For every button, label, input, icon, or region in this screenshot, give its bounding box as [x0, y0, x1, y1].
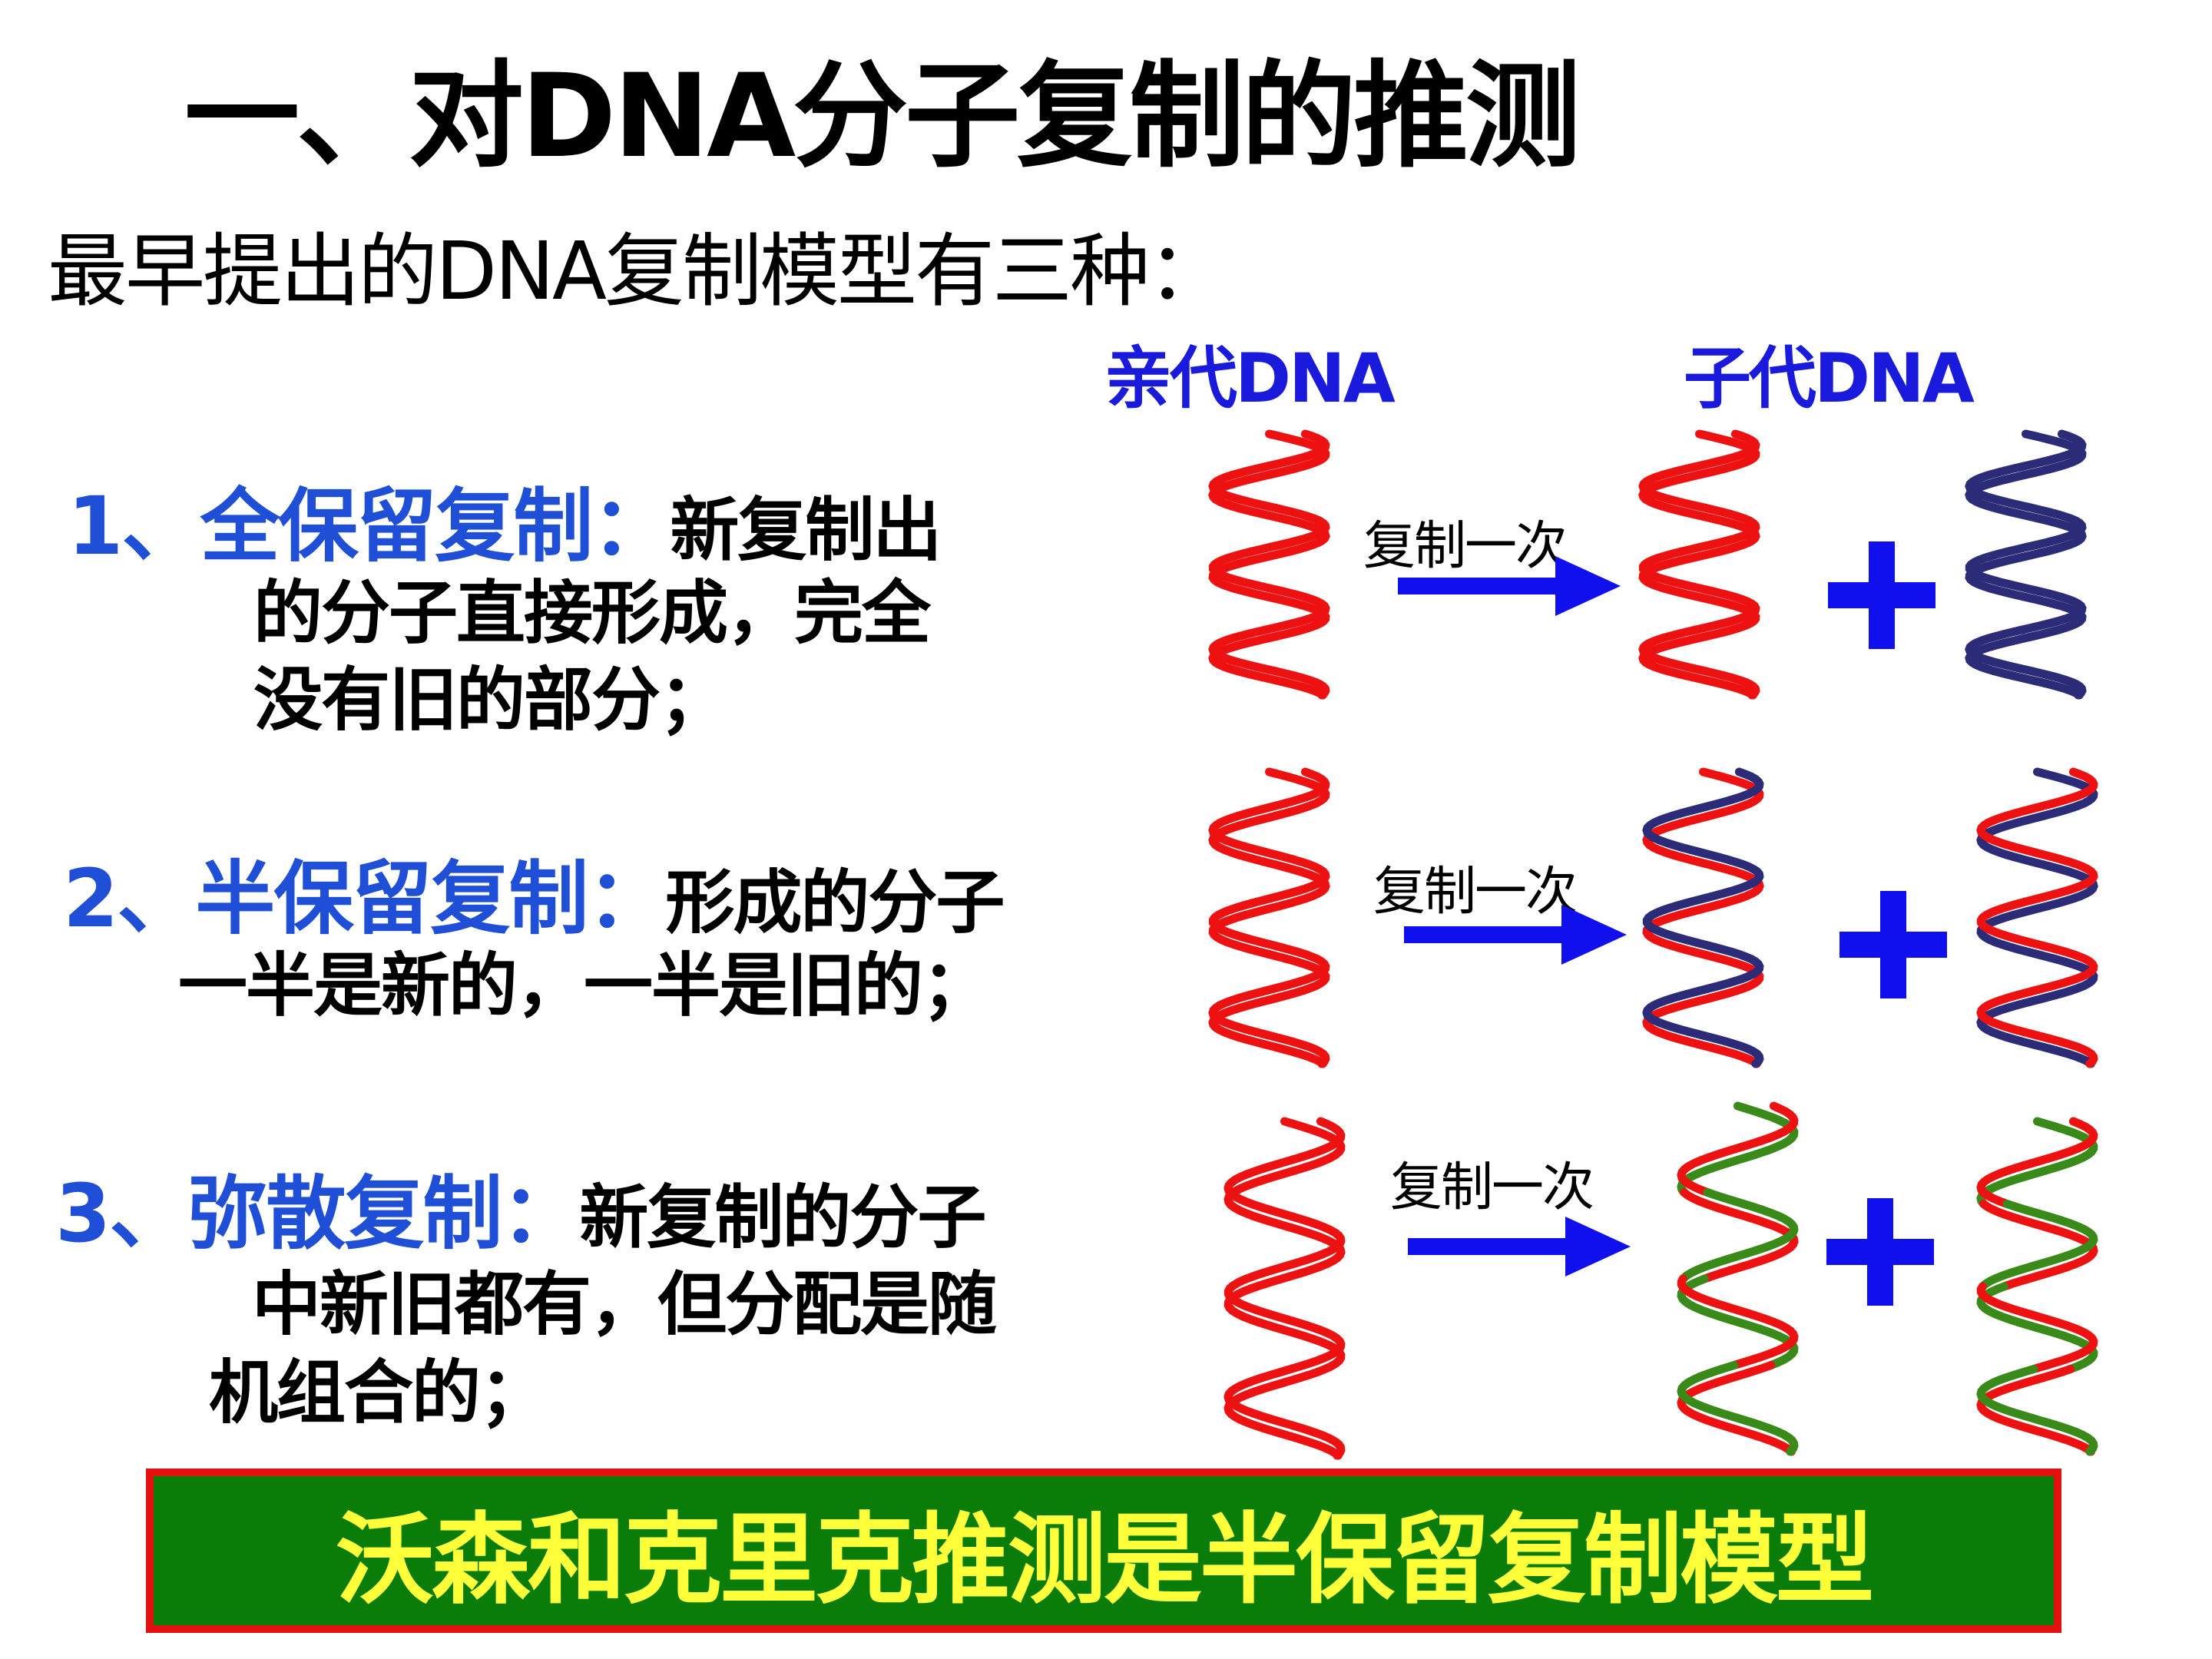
- replication-arrow-2: [1404, 905, 1627, 965]
- strand-2: [1224, 1117, 1346, 1460]
- model-1-heading: 1、全保留复制：新复制出: [68, 461, 942, 577]
- helix-semiconservative-daughter-2: [1976, 767, 2098, 1068]
- page-title: 一、对DNA分子复制的推测: [184, 50, 1581, 184]
- arrow-label-1: 复制一次: [1363, 516, 1568, 577]
- conclusion-banner: 沃森和克里克推测是半保留复制模型: [146, 1469, 2061, 1633]
- replication-arrow-1: [1398, 556, 1621, 616]
- helix-dispersive-daughter-2: [1976, 1117, 2098, 1456]
- model-3-heading: 3、弥散复制：新复制的分子: [55, 1148, 986, 1264]
- model-1-desc-line-1: 新复制出: [670, 490, 942, 571]
- plus-sign-2: [1839, 891, 1947, 998]
- strand-2: [1642, 767, 1764, 1068]
- helix-conservative-daughter-old: [1638, 429, 1760, 700]
- helix-dispersive-daughter-1: [1677, 1101, 1799, 1456]
- helix-semiconservative-parent: [1208, 767, 1330, 1068]
- model-1-name: 1、全保留复制：: [68, 479, 671, 573]
- strand-2: [1965, 429, 2087, 700]
- helix-conservative-parent: [1208, 429, 1330, 700]
- conclusion-text: 沃森和克里克推测是半保留复制模型: [335, 1502, 1874, 1618]
- strand-2: [1976, 1117, 2098, 1456]
- parent-dna-header: 亲代DNA: [1104, 339, 1396, 418]
- model-2-heading: 2、半保留复制：形成的分子: [63, 833, 1005, 949]
- strand-2: [1677, 1101, 1799, 1456]
- helix-semiconservative-daughter-1: [1642, 767, 1764, 1068]
- strand-2: [1208, 767, 1330, 1068]
- plus-sign-1: [1828, 541, 1936, 649]
- arrow-label-2: 复制一次: [1373, 862, 1578, 922]
- strand-2: [1208, 429, 1330, 700]
- strand-1: [1677, 1101, 1799, 1456]
- model-2-desc-line-1: 形成的分子: [665, 863, 1005, 943]
- model-2-name: 2、半保留复制：: [63, 852, 667, 945]
- subtitle: 最早提出的DNA复制模型有三种：: [48, 224, 1227, 318]
- plus-sign-3: [1826, 1198, 1934, 1306]
- strand-2: [1638, 429, 1760, 700]
- helix-conservative-daughter-new: [1965, 429, 2087, 700]
- arrow-label-3: 复制一次: [1390, 1157, 1594, 1218]
- model-1-desc-line-2: 的分子直接形成，完全: [253, 573, 931, 654]
- model-3-desc-line-3: 机组合的；: [209, 1353, 548, 1433]
- model-1-desc-line-3: 没有旧的部分；: [253, 660, 728, 740]
- model-2-desc-line-2: 一半是新的，一半是旧的；: [178, 945, 991, 1026]
- model-3-desc-line-1: 新复制的分子: [579, 1177, 986, 1258]
- strand-2: [1976, 767, 2098, 1068]
- strand-1: [1976, 1117, 2098, 1456]
- model-3-name: 3、弥散复制：: [55, 1167, 581, 1260]
- daughter-dna-header: 子代DNA: [1684, 339, 1975, 418]
- model-3-desc-line-2: 中新旧都有，但分配是随: [252, 1264, 997, 1345]
- replication-arrow-3: [1408, 1217, 1631, 1277]
- helix-dispersive-parent: [1224, 1117, 1346, 1460]
